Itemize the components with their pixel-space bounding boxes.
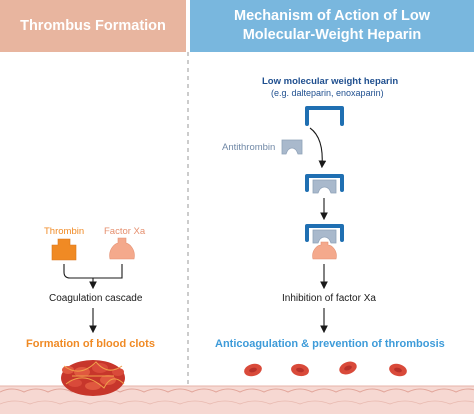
thrombin-icon [51,238,77,261]
formation-blood-clots-label: Formation of blood clots [26,338,155,350]
mechanism-title-line1: Mechanism of Action of Low [233,8,431,24]
heparin-antithrombin-factor-xa-complex [305,224,344,260]
red-blood-cell-icon [244,363,262,377]
factor-xa-label: Factor Xa [104,226,146,237]
arrow-heparin-antithrombin [309,127,327,169]
heparin-icon [305,106,344,126]
inhibition-factor-xa-label: Inhibition of factor Xa [282,293,376,304]
red-blood-cell-icon [339,361,357,375]
thrombus-formation-header: Thrombus Formation [0,0,186,52]
mechanism-header: Mechanism of Action of Low Molecular-Wei… [190,0,474,52]
blood-clot-icon [61,360,125,396]
mechanism-title-line2: Molecular-Weight Heparin [242,27,422,43]
drug-label: Low molecular weight heparin [262,76,399,87]
factor-xa-icon [109,237,135,260]
antithrombin-label: Antithrombin [222,142,276,153]
red-blood-cell-icon [389,363,407,377]
anticoagulation-label: Anticoagulation & prevention of thrombos… [215,338,445,350]
coagulation-cascade-label: Coagulation cascade [49,293,143,304]
drug-examples-label: (e.g. dalteparin, enoxaparin) [271,88,384,98]
antithrombin-icon [281,139,303,155]
thrombin-label: Thrombin [44,226,85,237]
thrombus-formation-title: Thrombus Formation [20,18,166,34]
heparin-antithrombin-complex [305,174,344,194]
red-blood-cell-icon [291,363,309,377]
cascade-brace [63,264,123,287]
